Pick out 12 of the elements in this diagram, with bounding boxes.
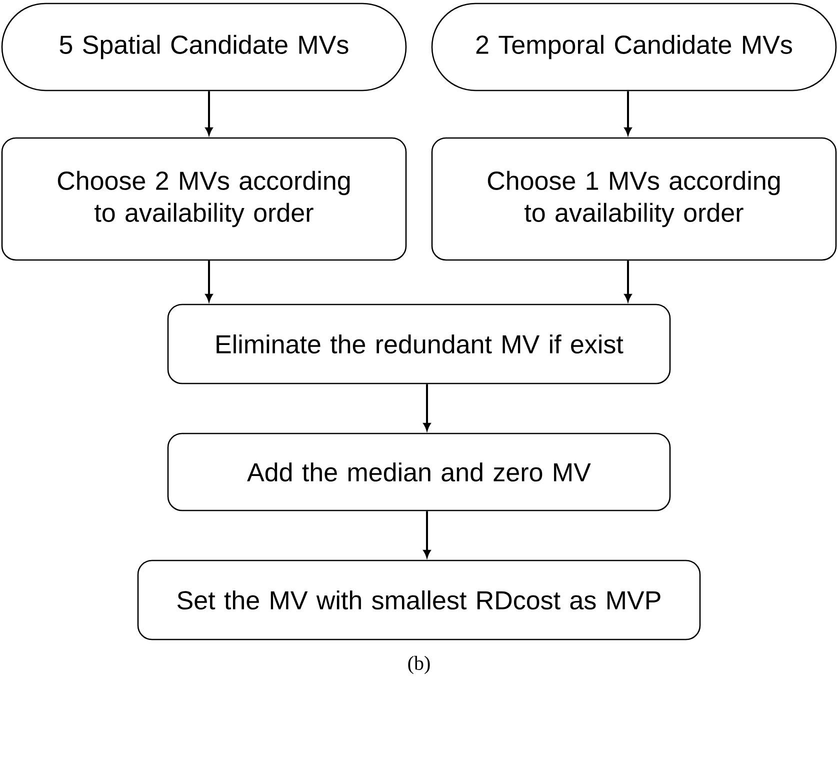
process-box: Set the MV with smallest RDcost as MVP	[137, 560, 701, 640]
arrow	[205, 260, 213, 302]
caption: (b)	[408, 656, 430, 674]
process-box: Choose 2 MVs according to availability order	[1, 137, 407, 261]
arrow	[423, 384, 431, 430]
process-box: Add the median and zero MV	[167, 432, 671, 512]
arrow	[624, 260, 632, 302]
process-box: Eliminate the redundant MV if exist	[167, 304, 671, 384]
arrow	[205, 91, 213, 135]
arrow	[624, 91, 632, 135]
process-box: Choose 1 MVs according to availability order	[431, 137, 837, 261]
arrow	[423, 511, 431, 558]
